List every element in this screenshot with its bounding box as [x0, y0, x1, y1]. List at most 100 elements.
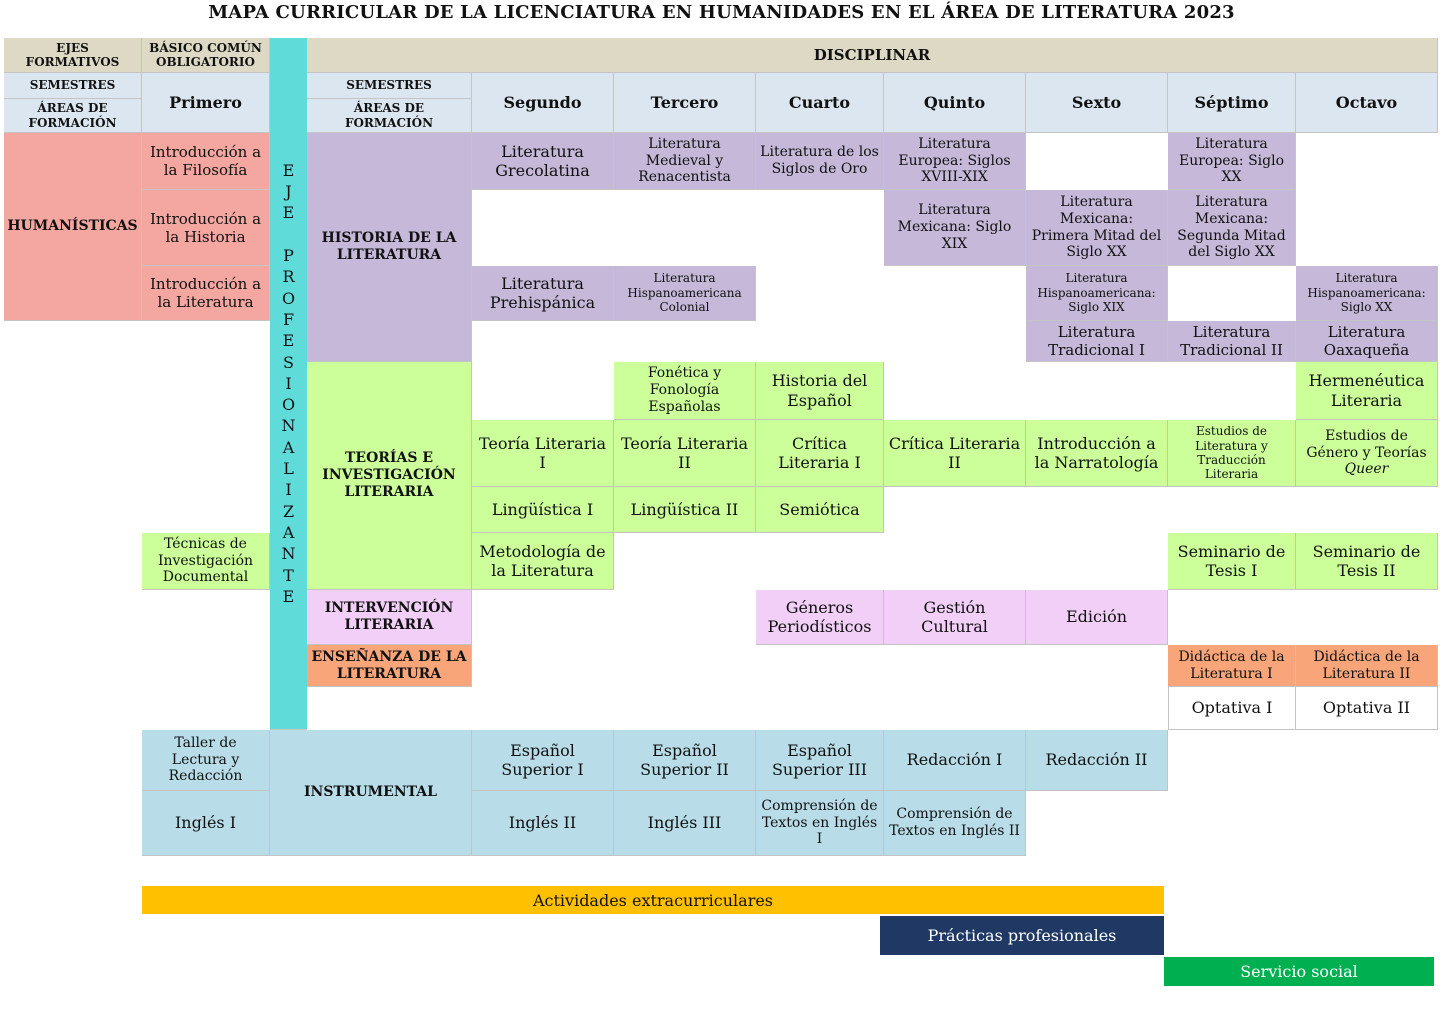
semester-4-header: Cuarto	[756, 73, 884, 133]
bar-actividades-extracurriculares: Actividades extracurriculares	[142, 886, 1164, 914]
course-teoria-lit-2: Teoría Literaria II	[614, 420, 756, 487]
semester-3-header: Tercero	[614, 73, 756, 133]
area-humanisticas: HUMANÍSTICAS	[4, 133, 142, 321]
course-seminario-tesis-1: Seminario de Tesis I	[1168, 533, 1296, 590]
bar-servicio-social: Servicio social	[1164, 957, 1434, 986]
course-redaccion-2: Redacción II	[1026, 730, 1168, 791]
bar-practicas-profesionales: Prácticas profesionales	[880, 916, 1164, 955]
course-semiotica: Semiótica	[756, 487, 884, 533]
course-lit-tradicional-1: Literatura Tradicional I	[1026, 321, 1168, 362]
course-lit-mexicana-primera-mitad: Literatura Mexicana: Primera Mitad del S…	[1026, 190, 1168, 266]
semester-6-header: Sexto	[1026, 73, 1168, 133]
eje-letter: J	[285, 182, 292, 202]
eje-letter: Z	[282, 501, 295, 521]
eje-letter: F	[282, 309, 295, 329]
course-lit-prehispanica: Literatura Prehispánica	[472, 266, 614, 321]
eje-letter: N	[281, 416, 296, 436]
course-seminario-tesis-2: Seminario de Tesis II	[1296, 533, 1438, 590]
course-lit-hispano-xix: Literatura Hispanoamericana: Siglo XIX	[1026, 266, 1168, 321]
course-didactica-2: Didáctica de la Literatura II	[1296, 645, 1438, 687]
course-narratologia: Introducción a la Narratología	[1026, 420, 1168, 487]
course-lit-siglos-oro: Literatura de los Siglos de Oro	[756, 133, 884, 190]
eje-letter: E	[282, 203, 295, 223]
course-lit-mexicana-segunda-mitad: Literatura Mexicana: Segunda Mitad del S…	[1168, 190, 1296, 266]
semestres-label-left: SEMESTRES	[4, 73, 142, 99]
semestres-label-right: SEMESTRES	[307, 73, 472, 99]
semester-2-header: Segundo	[472, 73, 614, 133]
course-linguistica-1: Lingüística I	[472, 487, 614, 533]
course-lit-hispano-xx: Literatura Hispanoamericana: Siglo XX	[1296, 266, 1438, 321]
course-comprension-1: Comprensión de Textos en Inglés I	[756, 791, 884, 856]
course-edicion: Edición	[1026, 590, 1168, 645]
course-lit-hispano-colonial: Literatura Hispanoamericana Colonial	[614, 266, 756, 321]
areas-formacion-label-right: ÁREAS DE FORMACIÓN	[307, 99, 472, 133]
course-espanol-superior-1: Español Superior I	[472, 730, 614, 791]
eje-letter: T	[283, 565, 294, 585]
eje-letter: E	[282, 586, 295, 606]
course-intro-historia: Introducción a la Historia	[142, 190, 270, 266]
course-taller-lectura: Taller de Lectura y Redacción	[142, 730, 270, 791]
course-redaccion-1: Redacción I	[884, 730, 1026, 791]
course-critica-lit-2: Crítica Literaria II	[884, 420, 1026, 487]
course-tecnicas-investigacion: Técnicas de Investigación Documental	[142, 533, 270, 590]
course-estudios-traduccion: Estudios de Literatura y Traducción Lite…	[1168, 420, 1296, 487]
eje-letter: A	[282, 522, 295, 542]
ejes-formativos-header: EJES FORMATIVOS	[4, 38, 142, 73]
course-lit-mexicana-xix: Literatura Mexicana: Siglo XIX	[884, 190, 1026, 266]
course-critica-lit-1: Crítica Literaria I	[756, 420, 884, 487]
area-historia-literatura: HISTORIA DE LA LITERATURA	[307, 133, 472, 362]
course-ingles-2: Inglés II	[472, 791, 614, 856]
eje-letter	[286, 224, 291, 245]
course-lit-tradicional-2: Literatura Tradicional II	[1168, 321, 1296, 362]
area-intervencion-literaria: INTERVENCIÓN LITERARIA	[307, 590, 472, 645]
course-optativa-2: Optativa II	[1296, 687, 1438, 730]
course-intro-literatura: Introducción a la Literatura	[142, 266, 270, 321]
course-ingles-1: Inglés I	[142, 791, 270, 856]
course-lit-europea-xx: Literatura Europea: Siglo XX	[1168, 133, 1296, 190]
eje-letter: I	[285, 480, 292, 500]
eje-letter: L	[283, 459, 294, 479]
course-fonetica: Fonética y Fonología Españolas	[614, 362, 756, 420]
semester-8-header: Octavo	[1296, 73, 1438, 133]
course-lit-europea-xviii-xix: Literatura Europea: Siglos XVIII-XIX	[884, 133, 1026, 190]
disciplinar-header: DISCIPLINAR	[307, 38, 1438, 73]
basico-comun-header: BÁSICO COMÚN OBLIGATORIO	[142, 38, 270, 73]
course-espanol-superior-2: Español Superior II	[614, 730, 756, 791]
semester-5-header: Quinto	[884, 73, 1026, 133]
course-metodologia: Metodología de la Literatura	[472, 533, 614, 590]
course-lit-medieval: Literatura Medieval y Renacentista	[614, 133, 756, 190]
eje-letter: I	[285, 373, 292, 393]
course-linguistica-2: Lingüística II	[614, 487, 756, 533]
course-teoria-lit-1: Teoría Literaria I	[472, 420, 614, 487]
eje-letter: E	[282, 160, 295, 180]
course-hermeneutica: Hermenéutica Literaria	[1296, 362, 1438, 420]
course-generos-periodisticos: Géneros Periodísticos	[756, 590, 884, 645]
semester-7-header: Séptimo	[1168, 73, 1296, 133]
eje-letter: R	[282, 267, 295, 287]
areas-formacion-label-left: ÁREAS DE FORMACIÓN	[4, 99, 142, 133]
course-lit-oaxaquena: Literatura Oaxaqueña	[1296, 321, 1438, 362]
course-espanol-superior-3: Español Superior III	[756, 730, 884, 791]
page-title: MAPA CURRICULAR DE LA LICENCIATURA EN HU…	[208, 2, 1235, 23]
course-optativa-1: Optativa I	[1168, 687, 1296, 730]
course-ingles-3: Inglés III	[614, 791, 756, 856]
area-teorias-investigacion: TEORÍAS E INVESTIGACIÓN LITERARIA	[307, 362, 472, 590]
course-gestion-cultural: Gestión Cultural	[884, 590, 1026, 645]
eje-letter: S	[283, 352, 294, 372]
semester-1-header: Primero	[142, 73, 270, 133]
eje-letter: P	[283, 246, 294, 266]
eje-letter: A	[282, 437, 295, 457]
course-didactica-1: Didáctica de la Literatura I	[1168, 645, 1296, 687]
eje-letter: O	[281, 288, 296, 308]
eje-letter: E	[282, 331, 295, 351]
course-historia-espanol: Historia del Español	[756, 362, 884, 420]
course-comprension-2: Comprensión de Textos en Inglés II	[884, 791, 1026, 856]
area-ensenanza-literatura: ENSEÑANZA DE LA LITERATURA	[307, 645, 472, 687]
eje-letter: N	[281, 544, 296, 564]
area-instrumental: INSTRUMENTAL	[270, 730, 472, 856]
course-intro-filosofia: Introducción a la Filosofía	[142, 133, 270, 190]
course-lit-grecolatina: Literatura Grecolatina	[472, 133, 614, 190]
